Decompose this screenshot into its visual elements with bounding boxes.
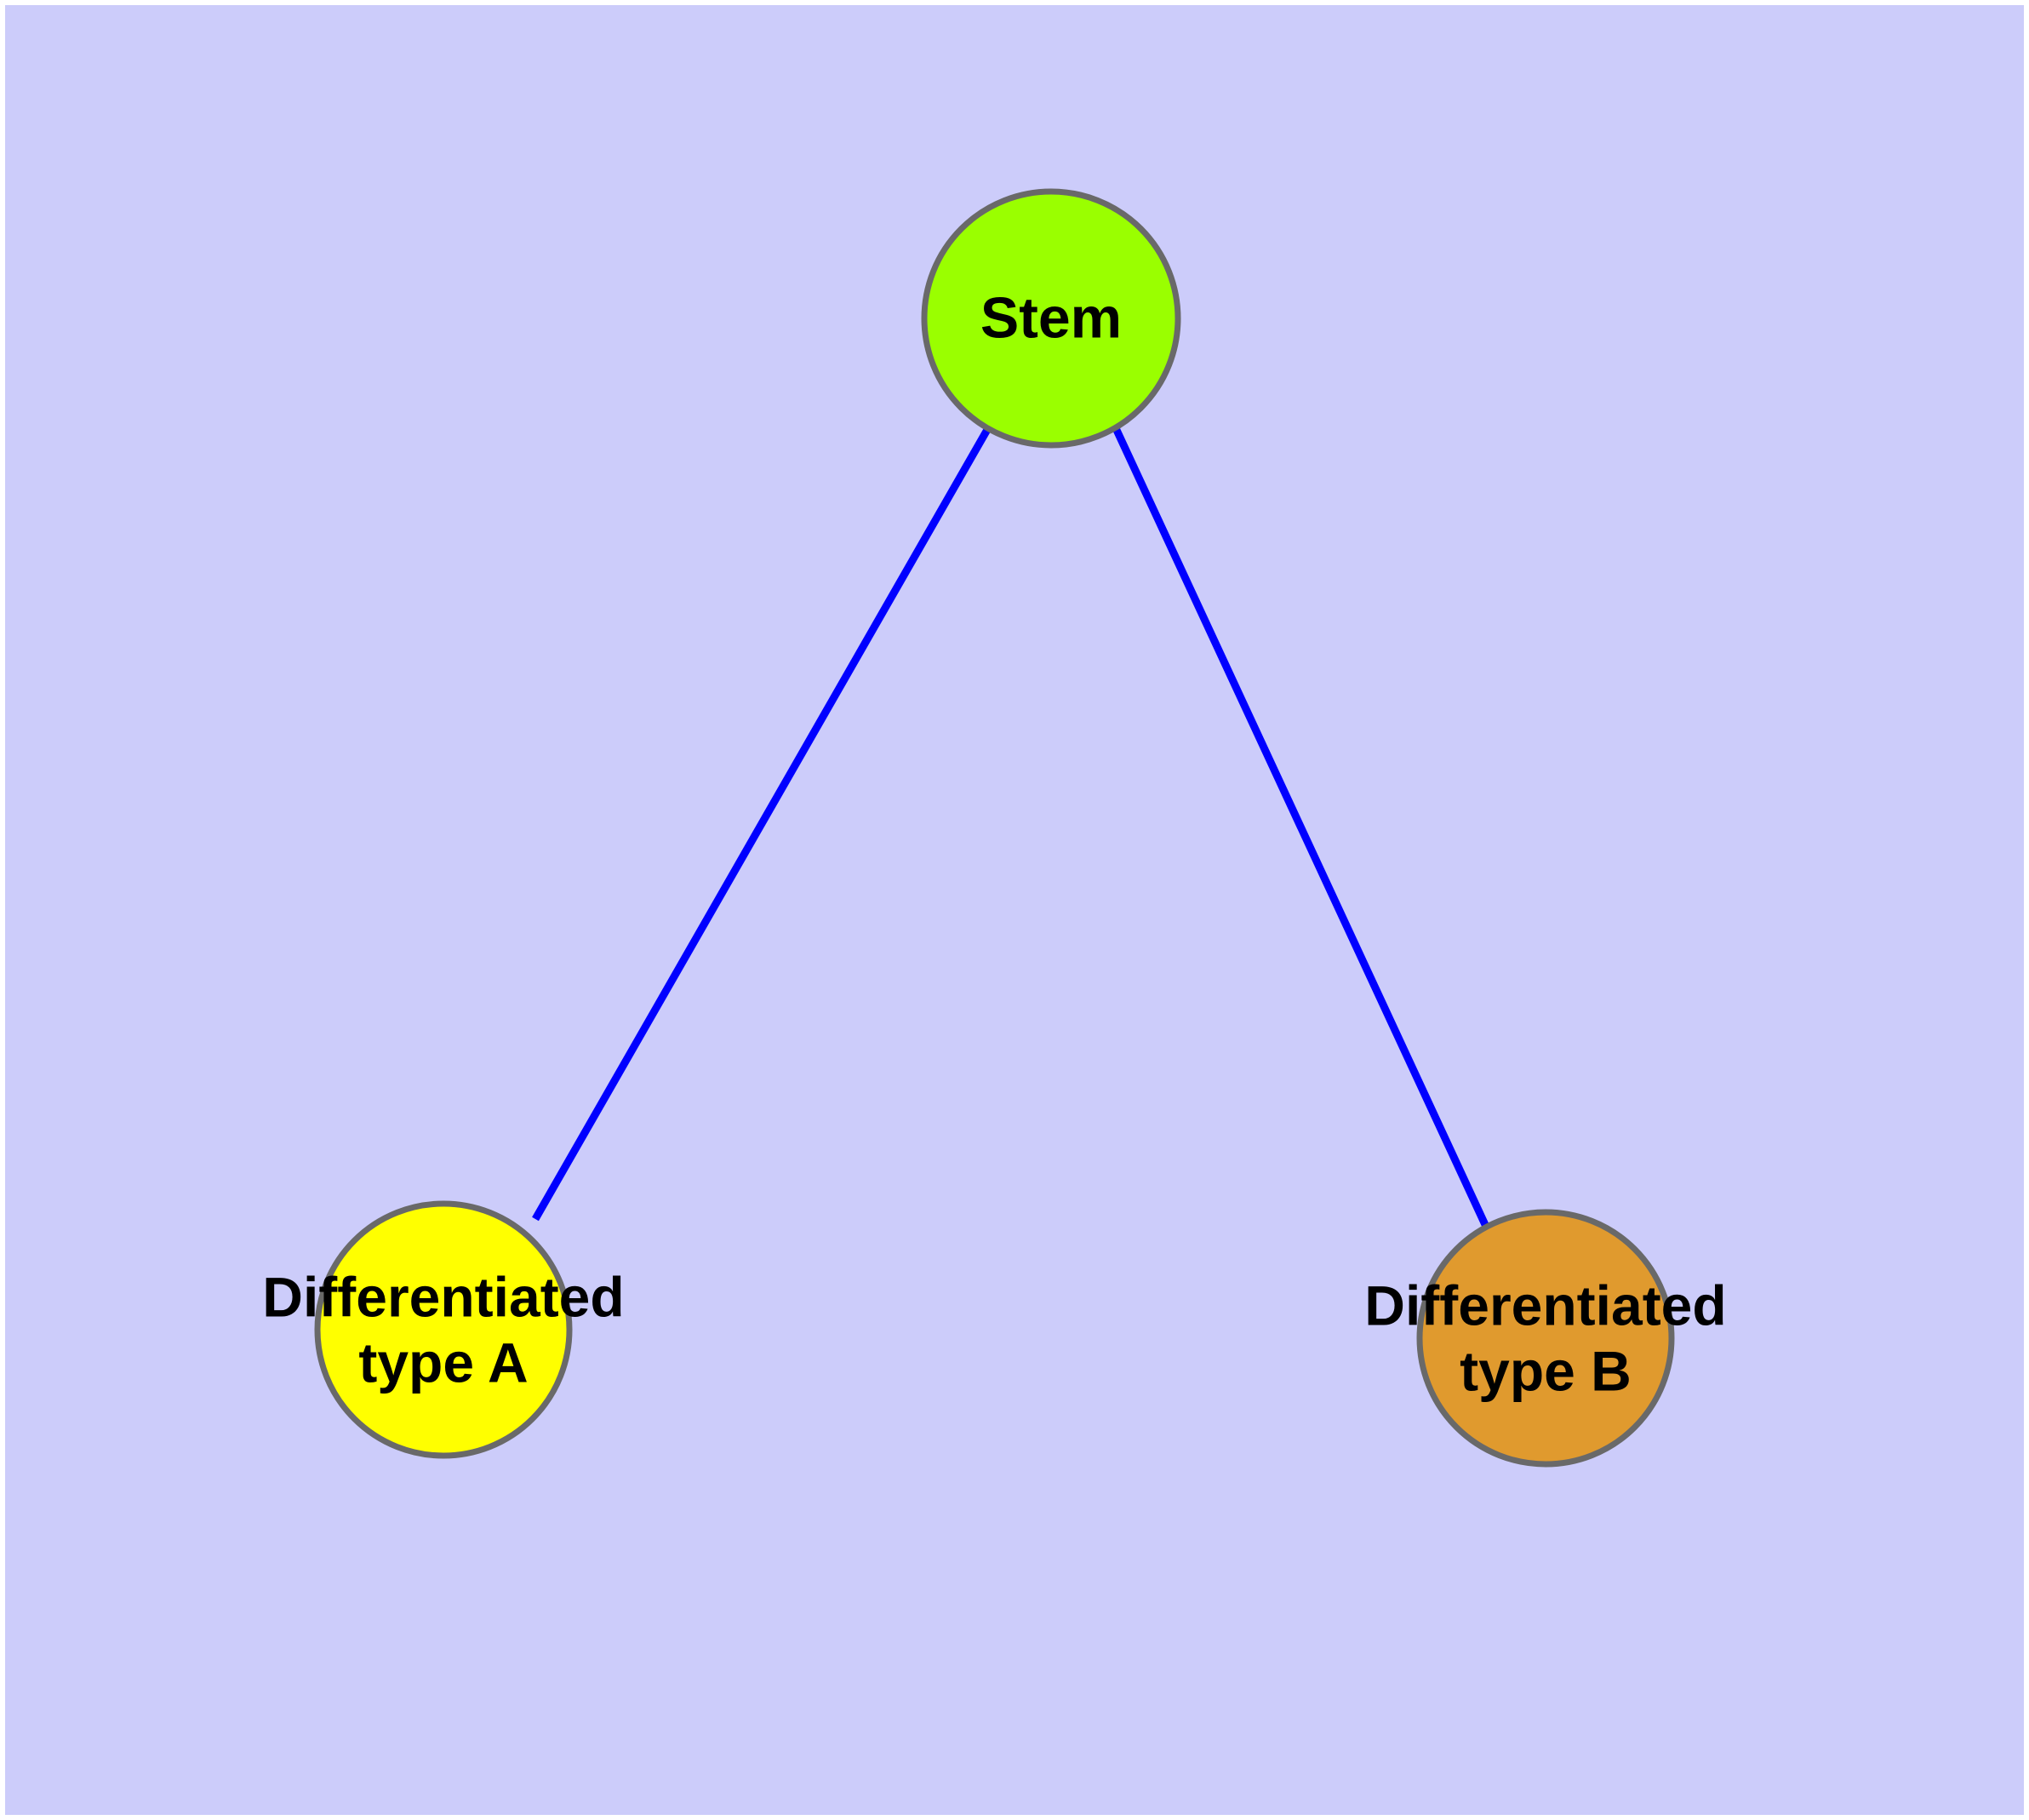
edge-stem-to-differentiated-type-b[interactable] [1112,426,1491,1230]
node-differentiated-type-b[interactable] [1416,1209,1675,1468]
edge-stem-to-differentiated-type-a[interactable] [532,426,992,1222]
edge-layer [532,426,1491,1230]
node-stem[interactable] [921,188,1181,449]
node-layer [314,188,1675,1468]
node-differentiated-type-a[interactable] [314,1200,573,1459]
